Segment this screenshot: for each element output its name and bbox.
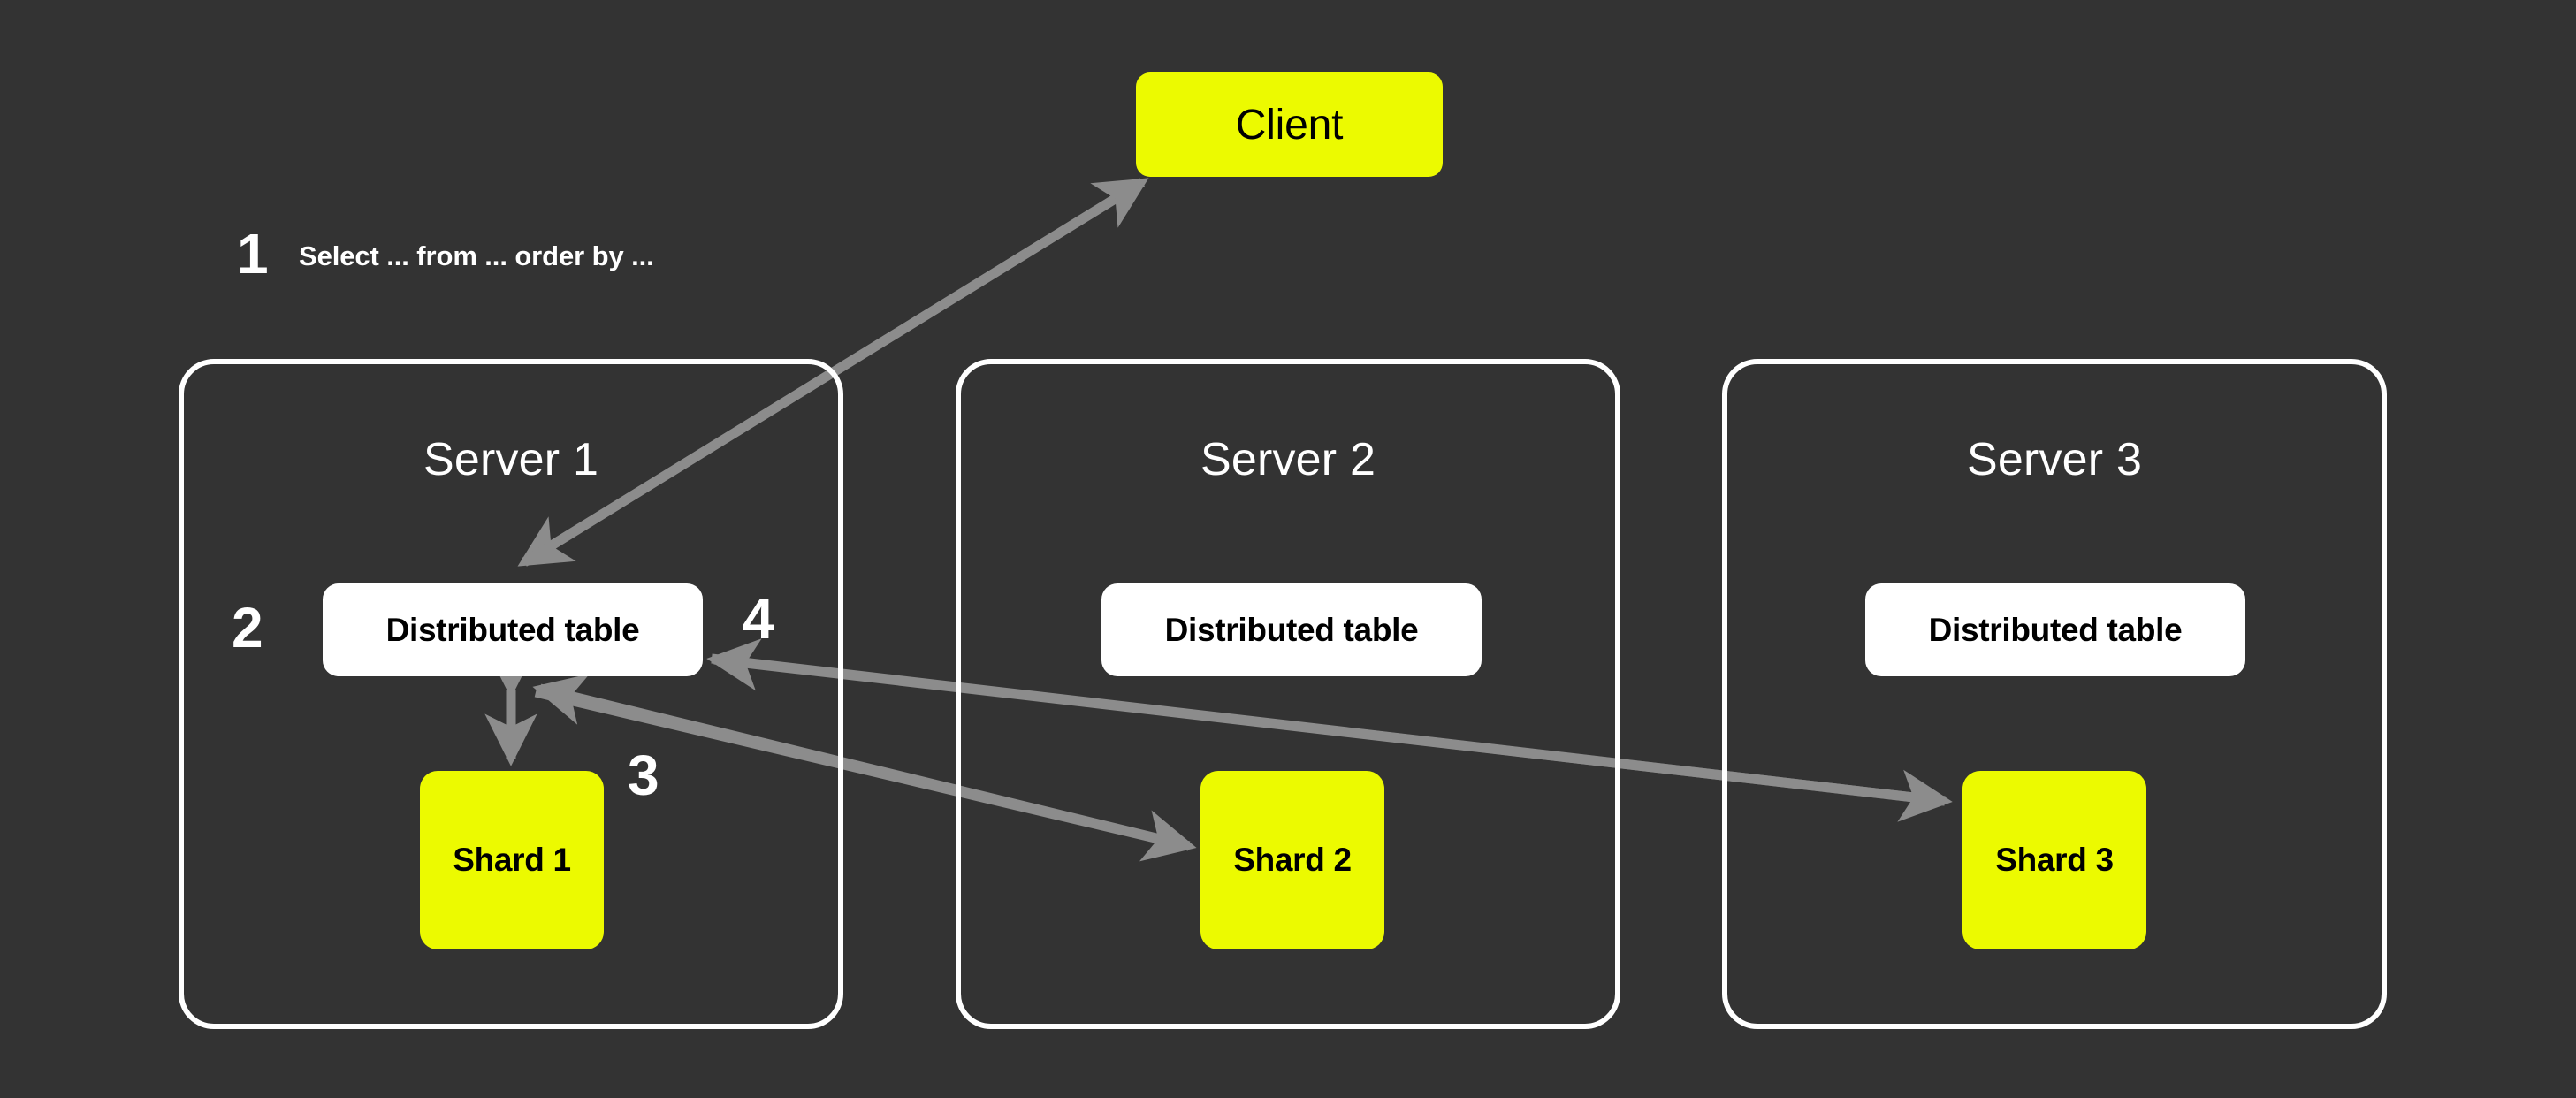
- client-node[interactable]: Client: [1136, 72, 1443, 177]
- server-2-distributed-table[interactable]: Distributed table: [1101, 583, 1482, 676]
- step-number-4: 4: [743, 587, 774, 651]
- server-1-title: Server 1: [423, 434, 599, 485]
- server-2-distributed-table-label: Distributed table: [1164, 611, 1419, 648]
- server-3-shard-label: Shard 3: [1995, 842, 2114, 878]
- server-3-distributed-table-label: Distributed table: [1928, 611, 2183, 648]
- client-label: Client: [1235, 101, 1344, 149]
- step-number-2: 2: [232, 596, 263, 660]
- query-caption: Select ... from ... order by ...: [299, 240, 654, 271]
- server-2-title: Server 2: [1200, 434, 1376, 485]
- server-3-frame: Server 3: [1722, 359, 2387, 1029]
- server-2-shard[interactable]: Shard 2: [1200, 771, 1384, 949]
- step-number-3: 3: [628, 743, 659, 807]
- server-1-shard[interactable]: Shard 1: [420, 771, 604, 949]
- server-1-distributed-table-label: Distributed table: [385, 611, 640, 648]
- server-1-distributed-table[interactable]: Distributed table: [323, 583, 703, 676]
- server-3-shard[interactable]: Shard 3: [1962, 771, 2146, 949]
- server-3-title: Server 3: [1966, 434, 2143, 485]
- server-2-frame: Server 2: [956, 359, 1620, 1029]
- server-1-shard-label: Shard 1: [453, 842, 571, 878]
- step-number-1: 1: [237, 222, 269, 286]
- server-3-distributed-table[interactable]: Distributed table: [1865, 583, 2245, 676]
- server-1-frame: Server 1: [179, 359, 843, 1029]
- server-2-shard-label: Shard 2: [1233, 842, 1352, 878]
